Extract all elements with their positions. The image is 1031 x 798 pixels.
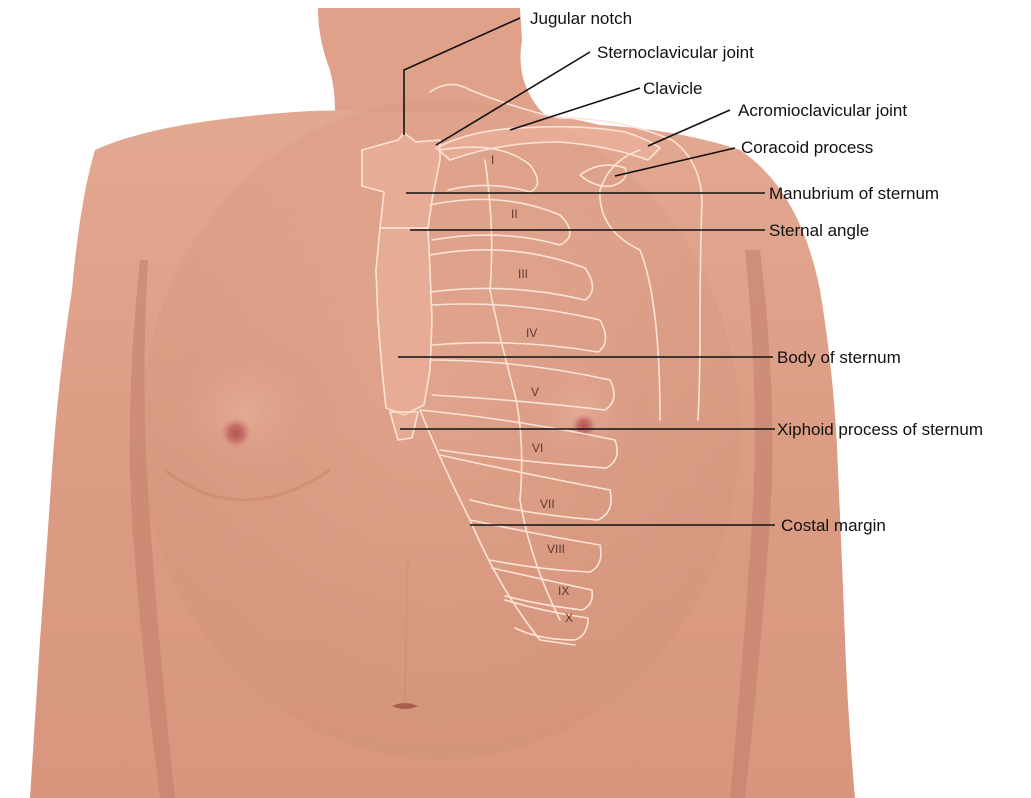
- label-clavicle: Clavicle: [643, 79, 703, 98]
- rib-label-9: IX: [558, 584, 569, 598]
- rib-label-2: II: [511, 207, 518, 221]
- label-body-of-sternum: Body of sternum: [777, 348, 901, 367]
- rib-label-1: I: [491, 153, 494, 167]
- label-costal-margin: Costal margin: [781, 516, 886, 535]
- sternum-body: [376, 228, 432, 415]
- label-manubrium-of-sternum: Manubrium of sternum: [769, 184, 939, 203]
- rib-label-4: IV: [526, 326, 537, 340]
- body-silhouette: [30, 8, 855, 798]
- rib-label-7: VII: [540, 497, 555, 511]
- rib-label-5: V: [531, 385, 539, 399]
- rib-label-10: X: [565, 611, 573, 625]
- rib-label-6: VI: [532, 441, 543, 455]
- label-jugular-notch: Jugular notch: [530, 9, 632, 28]
- label-coracoid-process: Coracoid process: [741, 138, 873, 157]
- rib-label-8: VIII: [547, 542, 565, 556]
- label-sternoclavicular-joint: Sternoclavicular joint: [597, 43, 754, 62]
- label-sternal-angle: Sternal angle: [769, 221, 869, 240]
- label-acromioclavicular-joint: Acromioclavicular joint: [738, 101, 907, 120]
- label-xiphoid-process: Xiphoid process of sternum: [777, 420, 983, 439]
- left-nipple: [220, 417, 252, 449]
- rib-label-3: III: [518, 267, 528, 281]
